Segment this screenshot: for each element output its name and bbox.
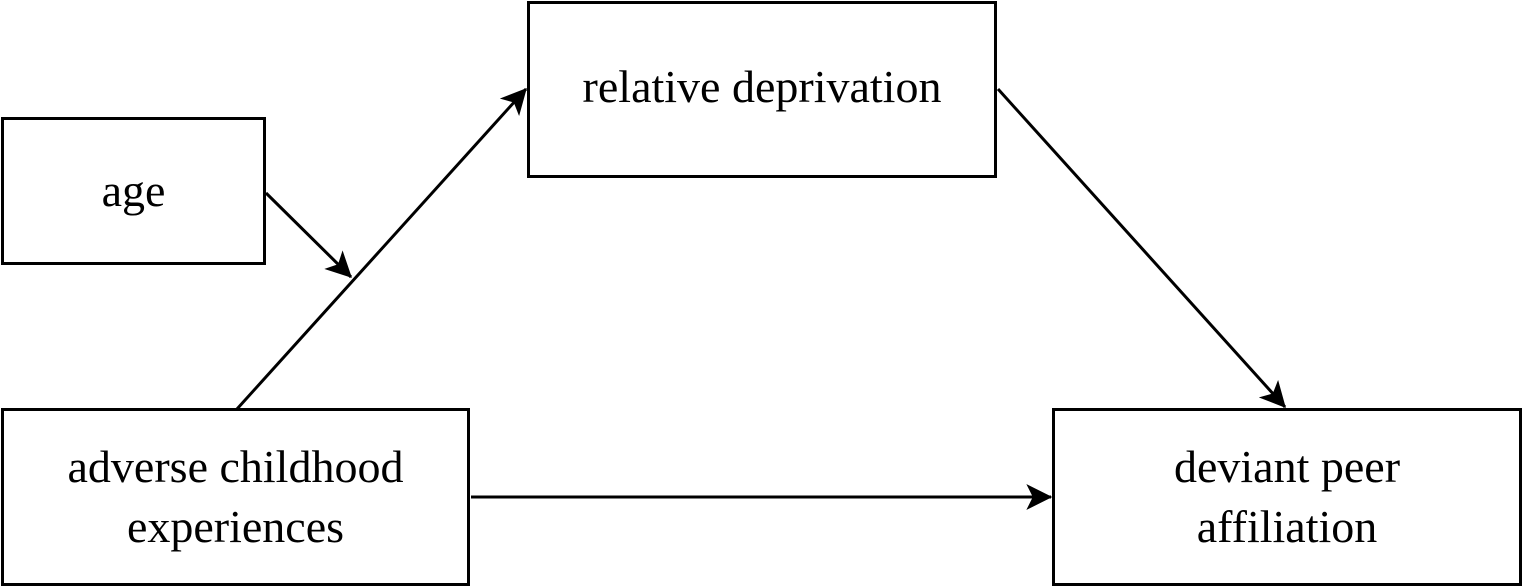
arrow-ace-to-relative-deprivation xyxy=(235,87,528,411)
node-age: age xyxy=(1,117,266,265)
arrow-relative-deprivation-to-deviant-peer-affiliation xyxy=(996,87,1287,409)
node-ace-label-line-1: adverse childhood xyxy=(67,441,404,492)
node-deviant-peer-affiliation: deviant peer affiliation xyxy=(1052,408,1522,586)
node-relative-deprivation-label: relative deprivation xyxy=(582,60,942,112)
node-ace-label-line-2: experiences xyxy=(126,501,345,552)
node-relative-deprivation: relative deprivation xyxy=(527,1,997,178)
node-dpa-label-line-2: affiliation xyxy=(1196,501,1378,552)
node-age-label: age xyxy=(101,165,166,216)
arrow-age-moderation xyxy=(264,191,353,279)
node-adverse-childhood-experiences: adverse childhood experiences xyxy=(1,408,470,586)
node-dpa-label-line-1: deviant peer xyxy=(1173,441,1401,492)
